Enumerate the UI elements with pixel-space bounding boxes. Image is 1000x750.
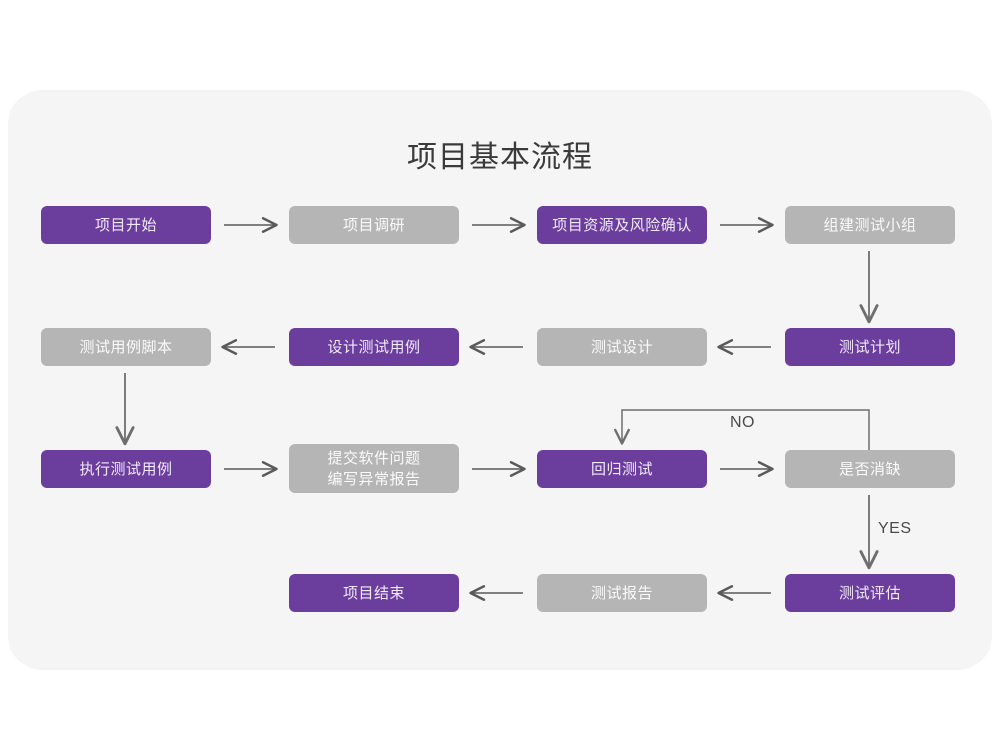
node-label: 测试计划	[838, 338, 901, 356]
node-label: 设计测试用例	[327, 338, 421, 356]
edge-label-yes: YES	[878, 520, 912, 537]
node-n11[interactable]: 回归测试	[537, 450, 707, 488]
page-title: 项目基本流程	[407, 141, 593, 174]
node-n1[interactable]: 项目开始	[41, 206, 211, 244]
node-n7[interactable]: 测试设计	[537, 328, 707, 366]
node-n5[interactable]: 测试用例脚本	[41, 328, 211, 366]
node-label: 项目调研	[342, 216, 405, 234]
node-n12[interactable]: 是否消缺	[785, 450, 955, 488]
node-label: 测试报告	[590, 584, 653, 602]
node-label: 是否消缺	[838, 460, 901, 478]
node-label: 组建测试小组	[823, 216, 917, 234]
node-label: 执行测试用例	[79, 460, 173, 478]
node-label: 回归测试	[590, 460, 653, 478]
node-label: 测试用例脚本	[79, 338, 173, 356]
node-n4[interactable]: 组建测试小组	[785, 206, 955, 244]
node-label: 测试设计	[590, 338, 653, 356]
node-n2[interactable]: 项目调研	[289, 206, 459, 244]
node-label: 项目资源及风险确认	[552, 216, 692, 234]
edge-label-no: NO	[730, 414, 755, 431]
node-label: 测试评估	[838, 584, 901, 602]
node-label: 项目结束	[342, 584, 405, 602]
node-n9[interactable]: 执行测试用例	[41, 450, 211, 488]
diagram-panel	[8, 90, 992, 670]
node-n8[interactable]: 测试计划	[785, 328, 955, 366]
node-n3[interactable]: 项目资源及风险确认	[537, 206, 707, 244]
node-label: 提交软件问题 编写异常报告	[327, 449, 421, 488]
node-n14[interactable]: 测试报告	[537, 574, 707, 612]
node-n10[interactable]: 提交软件问题 编写异常报告	[289, 444, 459, 493]
node-n15[interactable]: 测试评估	[785, 574, 955, 612]
node-n13[interactable]: 项目结束	[289, 574, 459, 612]
node-n6[interactable]: 设计测试用例	[289, 328, 459, 366]
node-label: 项目开始	[94, 216, 157, 234]
